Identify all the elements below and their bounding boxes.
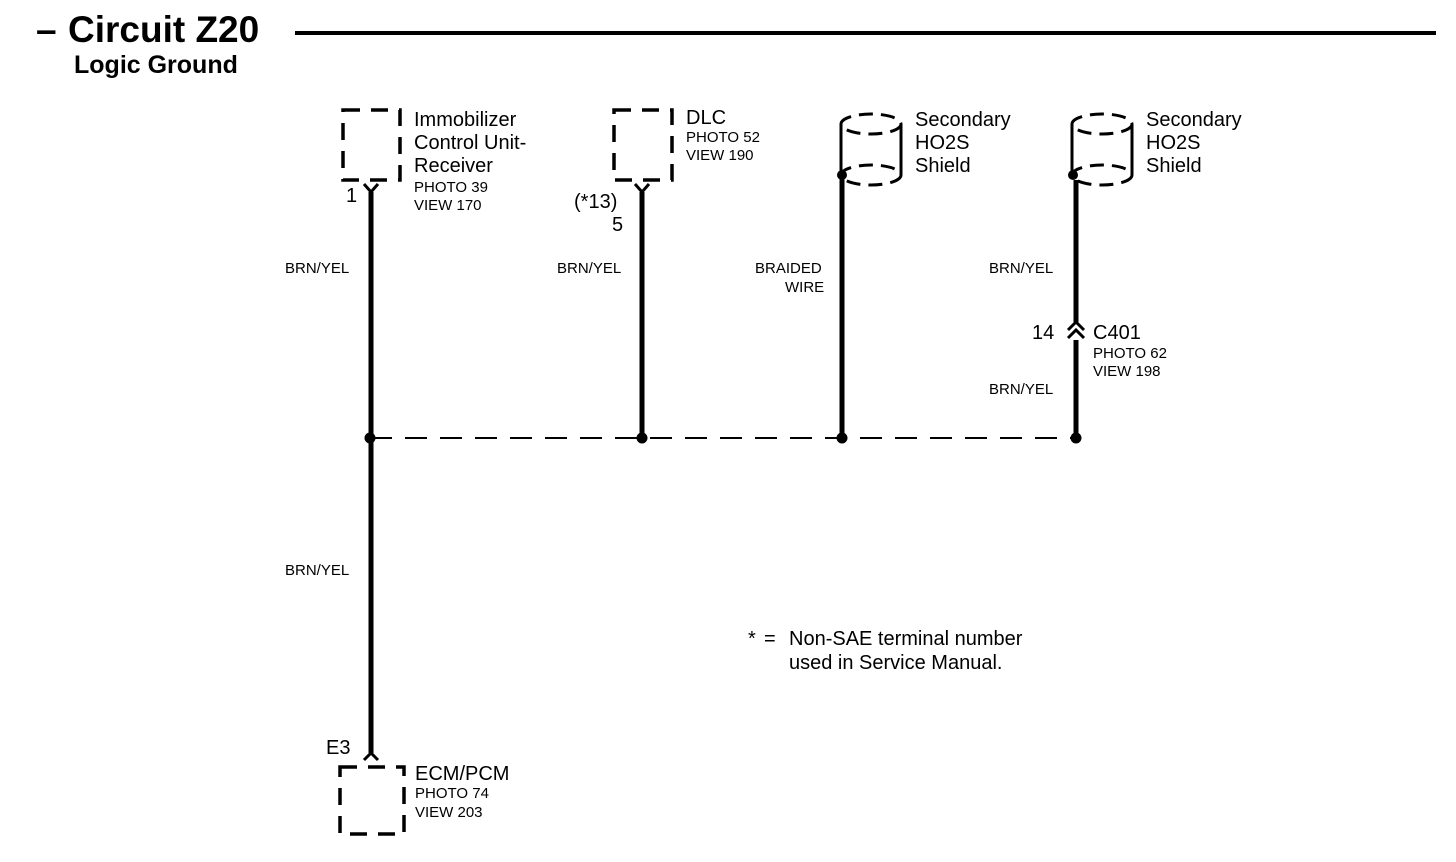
ecm-photo: PHOTO 74 [415, 785, 489, 802]
c401-male-terminal [1066, 327, 1086, 340]
diagram-subtitle: Logic Ground [74, 51, 238, 79]
footnote: * = Non-SAE terminal number used in Serv… [748, 628, 1023, 674]
immobilizer-box [341, 108, 402, 182]
c401-view: VIEW 198 [1093, 363, 1161, 380]
braided-label-2: WIRE [785, 279, 824, 296]
immobilizer-photo: PHOTO 39 [414, 179, 488, 196]
footnote-equals: = [764, 628, 776, 650]
dlc-box [612, 108, 674, 182]
footnote-line-2: used in Service Manual. [789, 652, 1002, 674]
shield-2-node [1068, 170, 1078, 180]
immobilizer-name-3: Receiver [414, 155, 493, 177]
ecm-view: VIEW 203 [415, 804, 483, 821]
dlc-view: VIEW 190 [686, 147, 754, 164]
connector-c401: 14 C401 PHOTO 62 VIEW 198 [1032, 319, 1167, 380]
footnote-line-1: Non-SAE terminal number [789, 628, 1023, 650]
shield-1-top [839, 112, 903, 136]
shield-2-name-3: Shield [1146, 155, 1202, 177]
dlc-pin-alt: (*13) [574, 191, 617, 213]
shield-2-bottom [1070, 163, 1134, 187]
immobilizer-name-2: Control Unit- [414, 132, 526, 154]
immobilizer-pin: 1 [346, 185, 357, 207]
c401-pin: 14 [1032, 322, 1054, 344]
shield-1-name-2: HO2S [915, 132, 969, 154]
shield-1-component: Secondary HO2S Shield [837, 109, 1011, 187]
dlc-terminal [633, 183, 651, 195]
ecm-terminal [362, 750, 380, 762]
splice-node-3 [836, 432, 848, 444]
immobilizer-view: VIEW 170 [414, 197, 482, 214]
diagram-title: Circuit Z20 [68, 9, 259, 50]
splice-node-2 [636, 432, 648, 444]
ecm-component: E3 ECM/PCM PHOTO 74 VIEW 203 [326, 737, 509, 836]
c401-photo: PHOTO 62 [1093, 345, 1167, 362]
shield-2-top [1070, 112, 1134, 136]
dlc-photo: PHOTO 52 [686, 129, 760, 146]
dlc-component: DLC PHOTO 52 VIEW 190 (*13) 5 [574, 107, 760, 236]
immobilizer-terminal [362, 183, 380, 195]
footnote-symbol: * [748, 628, 756, 650]
ecm-box [338, 765, 406, 836]
shield-1-name-1: Secondary [915, 109, 1011, 131]
shield-2-wire-label-top: BRN/YEL [989, 260, 1053, 277]
ecm-wire-label: BRN/YEL [285, 562, 349, 579]
c401-female-terminal [1066, 319, 1086, 332]
dlc-name: DLC [686, 107, 726, 129]
shield-1-name-3: Shield [915, 155, 971, 177]
ecm-pin: E3 [326, 737, 350, 759]
immobilizer-wire-label: BRN/YEL [285, 260, 349, 277]
braided-label-1: BRAIDED [755, 260, 822, 277]
dlc-pin: 5 [612, 214, 623, 236]
shield-2-name-1: Secondary [1146, 109, 1242, 131]
c401-name: C401 [1093, 322, 1141, 344]
header-dash: – [36, 9, 57, 50]
immobilizer-name-1: Immobilizer [414, 109, 517, 131]
immobilizer-component: Immobilizer Control Unit- Receiver PHOTO… [341, 108, 526, 214]
dlc-wire-label: BRN/YEL [557, 260, 621, 277]
shield-2-name-2: HO2S [1146, 132, 1200, 154]
shield-1-bottom [839, 163, 903, 187]
shield-2-wire-label-bottom: BRN/YEL [989, 381, 1053, 398]
splice-node-4 [1070, 432, 1082, 444]
ecm-name: ECM/PCM [415, 763, 509, 785]
shield-2-component: Secondary HO2S Shield [1068, 109, 1242, 187]
